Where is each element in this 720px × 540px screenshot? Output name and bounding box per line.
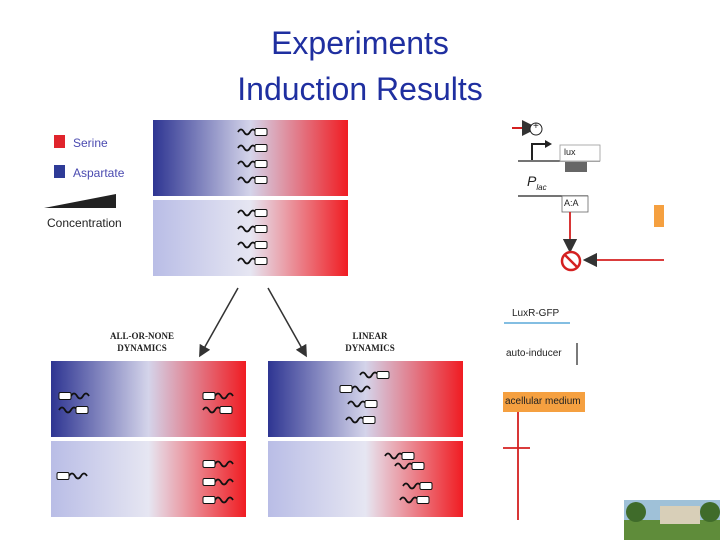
bacterium-icon [237,144,268,152]
gene-box-aa [561,195,589,213]
bacterium-icon [58,392,90,400]
autoinducer-label: auto-inducer [506,348,562,359]
bacterium-icon [345,416,376,424]
gene-box-top [559,144,601,162]
linear-label: LINEAR DYNAMICS [345,331,395,353]
bacterium-icon [56,472,88,480]
bacterium-icon [384,452,415,460]
luxr-gfp-label: LuxR-GFP [512,308,560,319]
promoter-label: Plac [527,173,547,192]
bacterium-icon [202,496,234,504]
bacterium-icon [58,406,89,414]
bacterium-icon [237,241,268,249]
bacteria-group [56,128,433,504]
bacterium-icon [402,482,433,490]
concentration-wedge [44,194,116,208]
aspartate-swatch [54,165,65,178]
arrow-linear [267,287,307,358]
gene-label-top: lux [564,147,576,157]
bacterium-icon [394,462,425,470]
campus-photo [624,500,720,540]
serine-label: Serine [73,136,108,150]
cell-medium-label: acellular medium [505,396,581,407]
bacterium-icon [202,392,234,400]
arrow-all-or-none [199,287,239,358]
gene-label-aa: A:A [564,198,579,208]
bacterium-icon [237,257,268,265]
gene-block [565,162,587,172]
bacterium-icon [237,209,268,217]
bacterium-icon [237,225,268,233]
serine-swatch [54,135,65,148]
bacterium-icon [202,478,234,486]
bacterium-icon [339,385,371,393]
bacterium-icon [399,496,430,504]
bacterium-icon [347,400,378,408]
genetic-circuit [503,120,664,520]
title-line-1: Experiments [271,25,449,61]
title-line-2: Induction Results [237,71,483,107]
orange-tab [654,205,664,227]
linear-panel-2 [268,441,463,517]
bacterium-icon [237,176,268,184]
cell-medium-box [503,392,585,412]
bacterium-icon [237,160,268,168]
bacterium-icon [202,460,234,468]
bacterium-icon [359,371,390,379]
bacterium-icon [237,128,268,136]
plus-node [529,122,543,136]
linear-panel-1 [268,361,463,437]
aspartate-label: Aspartate [73,166,125,180]
plus-sign: + [533,121,539,132]
concentration-label: Concentration [47,216,122,230]
bacterium-icon [202,406,233,414]
all-or-none-label: ALL-OR-NONE DYNAMICS [109,331,174,353]
